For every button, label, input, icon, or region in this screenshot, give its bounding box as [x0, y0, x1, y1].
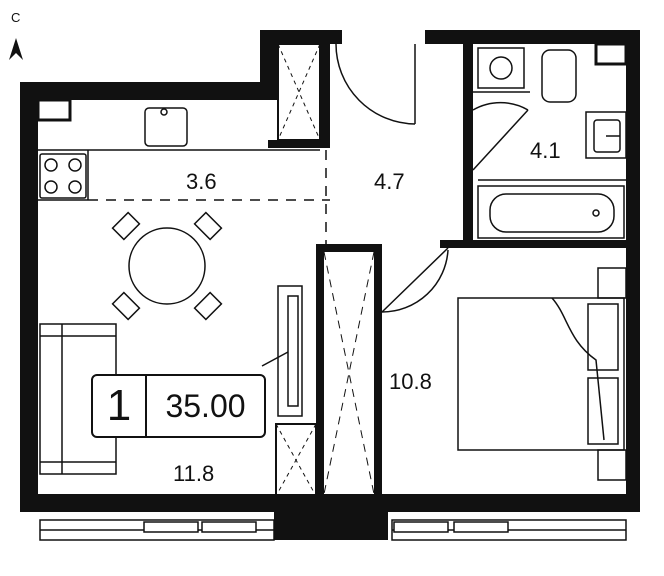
- windows: [39, 519, 627, 541]
- shafts: [275, 43, 375, 497]
- area-label-bedroom: 10.8: [389, 369, 432, 394]
- walls: [20, 30, 640, 540]
- rooms-count: 1: [93, 376, 147, 436]
- apartment-badge: 1 35.00: [91, 374, 266, 438]
- total-area: 35.00: [165, 387, 246, 424]
- tv-stand: [261, 285, 303, 417]
- area-label-living: 11.8: [173, 461, 214, 486]
- area-label-kitchen: 3.6: [186, 169, 217, 194]
- dining-table: [111, 211, 223, 321]
- kitchen-counter: [38, 107, 330, 244]
- bathroom-fixtures: [473, 47, 627, 239]
- area-label-bathroom: 4.1: [530, 138, 561, 163]
- bed: [457, 267, 627, 481]
- doors: [335, 43, 529, 313]
- north-label: С: [11, 10, 20, 25]
- north-arrow: С: [9, 10, 23, 60]
- area-label-hall: 4.7: [374, 169, 405, 194]
